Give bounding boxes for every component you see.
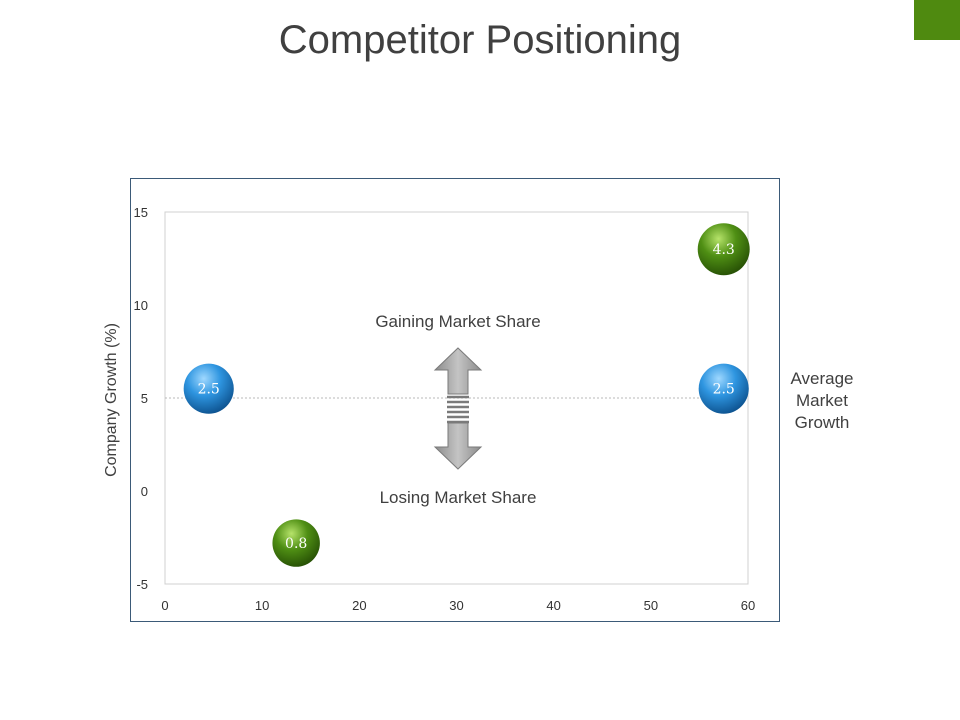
y-axis-title: Company Growth (%) (103, 323, 120, 477)
annotation-losing: Losing Market Share (379, 488, 537, 507)
y-tick-label: -5 (136, 577, 148, 592)
x-tick-label: 10 (255, 598, 269, 613)
reference-label-line: Average (790, 369, 854, 388)
reference-label-line: Growth (794, 413, 850, 432)
y-tick-label: 10 (134, 298, 148, 313)
bubble-marker (272, 519, 320, 567)
bubble-marker (183, 363, 234, 414)
y-tick-label: 15 (134, 205, 148, 220)
bubble-point: 0.8 (272, 519, 320, 567)
bubble-data-label: 2.5 (198, 382, 220, 398)
reference-line-label: Average Market Growth (782, 368, 862, 434)
double-arrow-icon (433, 347, 483, 470)
x-tick-label: 30 (449, 598, 463, 613)
slide-title: Competitor Positioning (278, 18, 682, 62)
y-tick-label: 0 (141, 484, 148, 499)
bubble-marker (698, 363, 749, 414)
bubble-marker (697, 223, 750, 276)
bubble-point: 2.5 (698, 363, 749, 414)
x-tick-label: 0 (161, 598, 168, 613)
y-tick-label: 5 (141, 391, 148, 406)
bubble-point: 2.5 (183, 363, 234, 414)
reference-label-line: Market (796, 391, 848, 410)
x-tick-label: 40 (546, 598, 560, 613)
bubble-data-label: 2.5 (713, 382, 735, 398)
annotation-gaining: Gaining Market Share (375, 312, 541, 331)
bubble-data-label: 0.8 (285, 536, 307, 552)
corner-accent-block (914, 0, 960, 40)
bubble-data-label: 4.3 (713, 242, 735, 258)
x-tick-label: 60 (741, 598, 755, 613)
x-tick-label: 50 (644, 598, 658, 613)
x-tick-label: 20 (352, 598, 366, 613)
chart-frame (130, 178, 780, 622)
bubble-point: 4.3 (697, 223, 750, 276)
